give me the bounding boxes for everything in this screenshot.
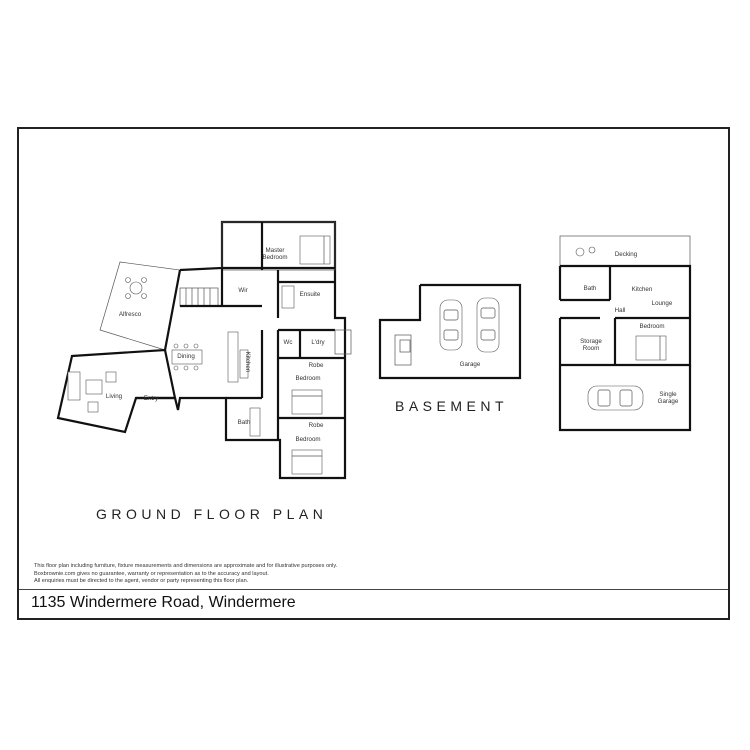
disclaimer-line: This floor plan including furniture, fix… xyxy=(34,563,338,569)
bed-icon xyxy=(291,449,323,475)
room-label-lounge: Lounge xyxy=(652,300,673,307)
room-label-wir: Wir xyxy=(238,287,247,294)
room-label-robe: Robe xyxy=(309,362,324,369)
basement-plan: Garage xyxy=(378,283,522,380)
room-label-garage: Garage xyxy=(460,361,481,368)
car-icon xyxy=(587,385,644,411)
room-label-bedroom: Bedroom xyxy=(639,323,664,330)
room-label-bedroom: Bedroom xyxy=(295,375,320,382)
disclaimer-line: All enquiries must be directed to the ag… xyxy=(34,578,249,585)
floor-plan-sheet: This floor plan including furniture, fix… xyxy=(17,127,730,620)
room-label-decking: Decking xyxy=(615,251,638,258)
address-bar: 1135 Windermere Road, Windermere xyxy=(19,589,728,618)
room-label-kitchen: Kitchen xyxy=(632,286,653,293)
room-label-entry: Entry xyxy=(144,395,159,402)
room-label-bath: Bath xyxy=(584,285,597,292)
room-label-kitchen: Kitchen xyxy=(244,352,251,373)
lower-level-plan: Decking Bath Kitchen Hall Lounge Storage… xyxy=(558,235,692,432)
disclaimer-line: Boxbrownie.com gives no guarantee, warra… xyxy=(34,570,269,577)
bed-icon xyxy=(635,335,667,361)
room-label-living: Living xyxy=(106,393,123,400)
room-label-wc: Wc xyxy=(284,339,293,346)
disclaimer: This floor plan including furniture, fix… xyxy=(34,563,337,586)
outdoor-table-icon xyxy=(125,277,147,299)
car-icon xyxy=(476,297,500,353)
sofa-icon xyxy=(67,371,81,401)
car-icon xyxy=(439,299,463,351)
coffee-table-icon xyxy=(85,379,103,395)
bed-icon xyxy=(299,235,331,265)
room-label-hall: Hall xyxy=(615,307,626,314)
room-label-robe: Robe xyxy=(309,422,324,429)
room-label-bedroom: Bedroom xyxy=(295,436,320,443)
room-label-dining: Dining xyxy=(177,353,195,360)
room-label-ldry: L'dry xyxy=(311,339,325,346)
room-label-ensuite: Ensuite xyxy=(300,291,321,298)
bed-icon xyxy=(291,389,323,415)
basement-title: BASEMENT xyxy=(395,398,509,414)
room-label-alfresco: Alfresco xyxy=(119,311,142,318)
property-address: 1135 Windermere Road, Windermere xyxy=(31,594,296,611)
room-label-bath: Bath xyxy=(238,419,251,426)
ground-floor-title: GROUND FLOOR PLAN xyxy=(96,506,328,522)
